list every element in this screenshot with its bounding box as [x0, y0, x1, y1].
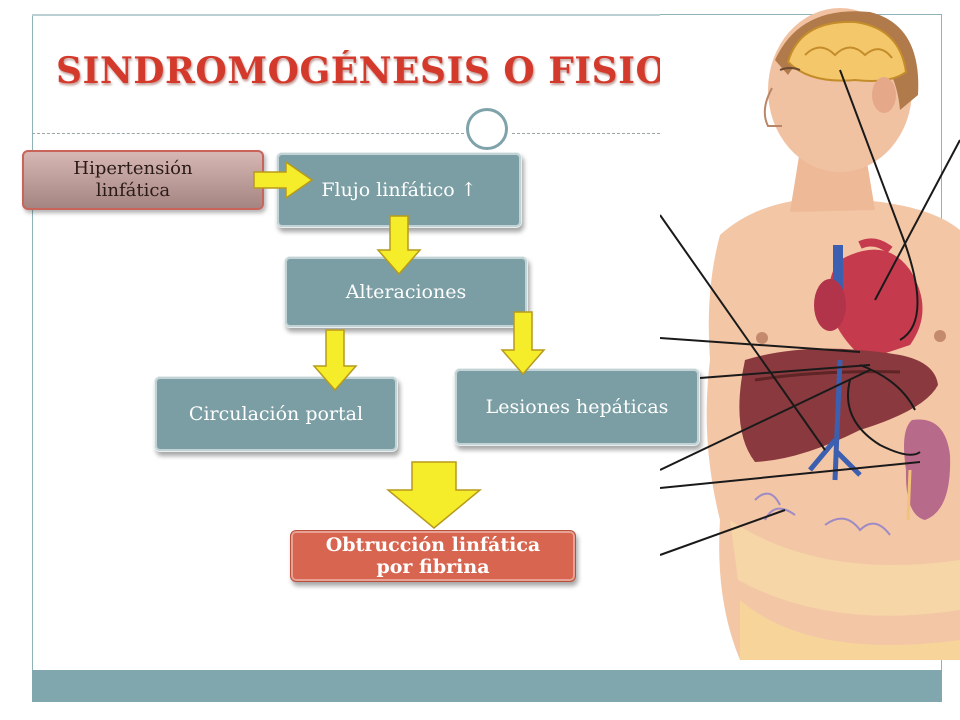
- node-lesiones: Lesiones hepáticas: [454, 368, 700, 446]
- divider-ring: [466, 108, 508, 150]
- arrow-flujo-to-alteraciones: [376, 215, 422, 276]
- node-alteraciones: Alteraciones: [284, 256, 528, 328]
- arrow-alteraciones-to-lesiones: [500, 311, 546, 376]
- bottom-bar: [32, 670, 942, 702]
- arrow-to-obstruccion: [385, 461, 483, 529]
- top-rule: [32, 14, 660, 16]
- node-circulacion: Circulación portal: [154, 376, 398, 452]
- slide-title: SINDROMOGÉNESIS O FISIO: [56, 50, 660, 92]
- divider-right: [512, 133, 660, 134]
- arrow-alteraciones-to-circulacion: [312, 329, 358, 392]
- node-obstruccion: Obtrucción linfática por fibrina: [290, 530, 576, 582]
- divider-left: [32, 133, 464, 134]
- node-hipertension: Hipertensión linfática: [22, 150, 264, 210]
- anatomy-illustration: [660, 8, 960, 660]
- arrow-hipertension-to-flujo: [253, 160, 314, 200]
